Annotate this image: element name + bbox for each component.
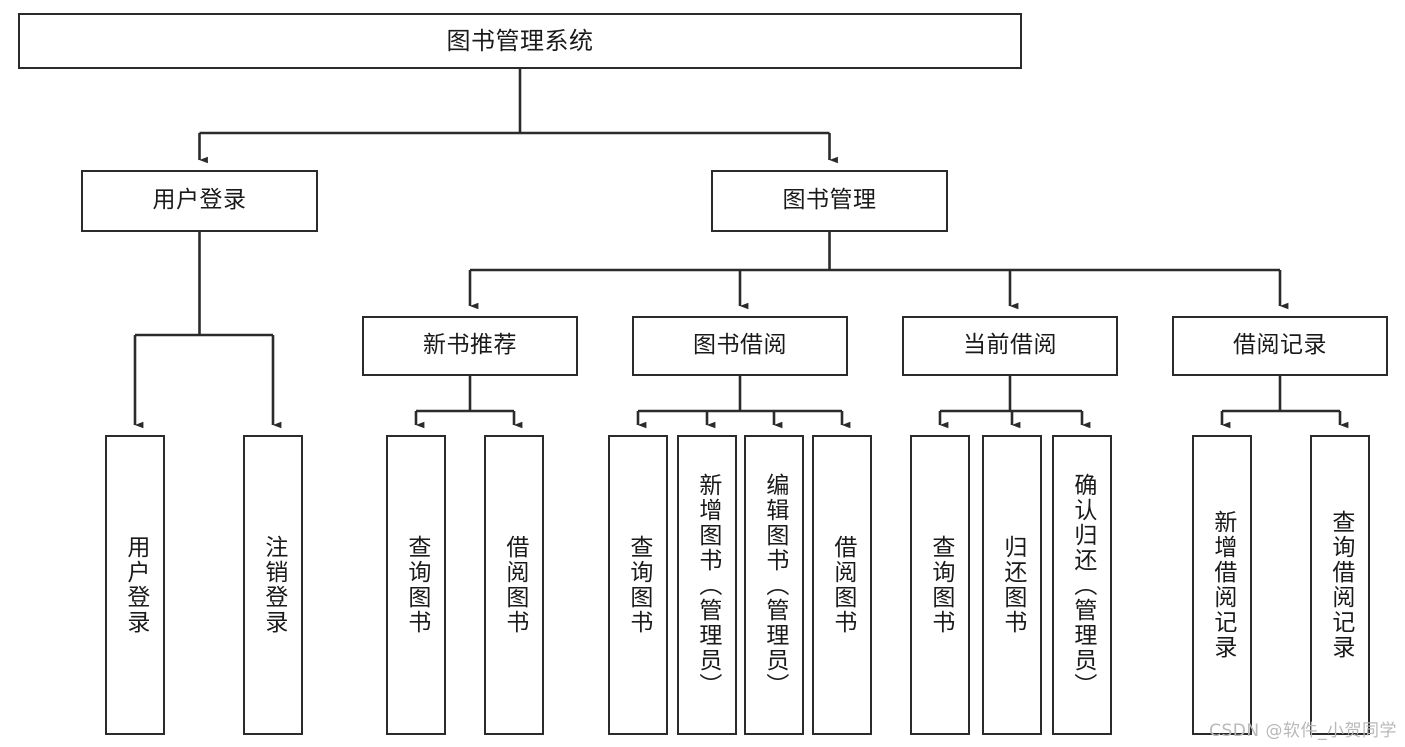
node-book-management[interactable]: 图书管理 — [711, 170, 948, 232]
node-new-book-recommend-label: 新书推荐 — [423, 332, 517, 359]
node-book-borrow-label: 图书借阅 — [693, 332, 787, 359]
node-leaf-query-book-recommend-label: 查询图书 — [403, 535, 430, 635]
node-leaf-query-borrow-record[interactable]: 查询借阅记录 — [1310, 435, 1370, 735]
node-leaf-query-book-current-label: 查询图书 — [927, 535, 954, 635]
node-leaf-borrow-book-recommend-label: 借阅图书 — [501, 535, 528, 635]
node-leaf-edit-book-admin-label: 编辑图书（管理员） — [761, 472, 788, 698]
node-leaf-logout[interactable]: 注销登录 — [243, 435, 303, 735]
edges-root-to-level2 — [198, 69, 838, 164]
node-leaf-borrow-book-label: 借阅图书 — [829, 535, 856, 635]
node-book-management-label: 图书管理 — [782, 187, 877, 214]
node-leaf-confirm-return-admin[interactable]: 确认归还（管理员） — [1052, 435, 1112, 735]
node-current-borrow-label: 当前借阅 — [963, 332, 1057, 359]
node-leaf-logout-label: 注销登录 — [260, 535, 287, 635]
node-borrow-record-label: 借阅记录 — [1233, 332, 1327, 359]
edges-currentborrow-to-leaves — [938, 376, 1091, 429]
node-root-label: 图书管理系统 — [446, 26, 594, 55]
node-leaf-query-borrow-record-label: 查询借阅记录 — [1327, 510, 1354, 660]
node-leaf-query-book-borrow-label: 查询图书 — [625, 535, 652, 635]
edges-borrowrecord-to-leaves — [1220, 376, 1349, 429]
node-leaf-user-login-label: 用户登录 — [122, 535, 149, 635]
node-book-borrow[interactable]: 图书借阅 — [632, 316, 848, 376]
node-root[interactable]: 图书管理系统 — [18, 13, 1022, 69]
node-user-login-label: 用户登录 — [152, 187, 247, 214]
node-leaf-borrow-book-recommend[interactable]: 借阅图书 — [484, 435, 544, 735]
node-user-login[interactable]: 用户登录 — [81, 170, 318, 232]
node-leaf-add-book-admin[interactable]: 新增图书（管理员） — [677, 435, 737, 735]
node-leaf-borrow-book[interactable]: 借阅图书 — [812, 435, 872, 735]
node-leaf-query-book-recommend[interactable]: 查询图书 — [386, 435, 446, 735]
node-leaf-confirm-return-admin-label: 确认归还（管理员） — [1069, 472, 1096, 698]
edges-userlogin-to-leaves — [133, 232, 282, 429]
node-leaf-add-borrow-record-label: 新增借阅记录 — [1209, 510, 1236, 660]
node-leaf-add-borrow-record[interactable]: 新增借阅记录 — [1192, 435, 1252, 735]
node-leaf-return-book-label: 归还图书 — [999, 535, 1026, 635]
node-leaf-add-book-admin-label: 新增图书（管理员） — [694, 472, 721, 698]
edges-newbook-to-leaves — [414, 376, 523, 429]
node-new-book-recommend[interactable]: 新书推荐 — [362, 316, 578, 376]
node-borrow-record[interactable]: 借阅记录 — [1172, 316, 1388, 376]
node-leaf-query-book-current[interactable]: 查询图书 — [910, 435, 970, 735]
edges-bookborrow-to-leaves — [636, 376, 851, 429]
node-current-borrow[interactable]: 当前借阅 — [902, 316, 1118, 376]
node-leaf-query-book-borrow[interactable]: 查询图书 — [608, 435, 668, 735]
edges-bookmgmt-to-level3 — [468, 232, 1289, 310]
node-leaf-return-book[interactable]: 归还图书 — [982, 435, 1042, 735]
node-leaf-edit-book-admin[interactable]: 编辑图书（管理员） — [744, 435, 804, 735]
node-leaf-user-login[interactable]: 用户登录 — [105, 435, 165, 735]
